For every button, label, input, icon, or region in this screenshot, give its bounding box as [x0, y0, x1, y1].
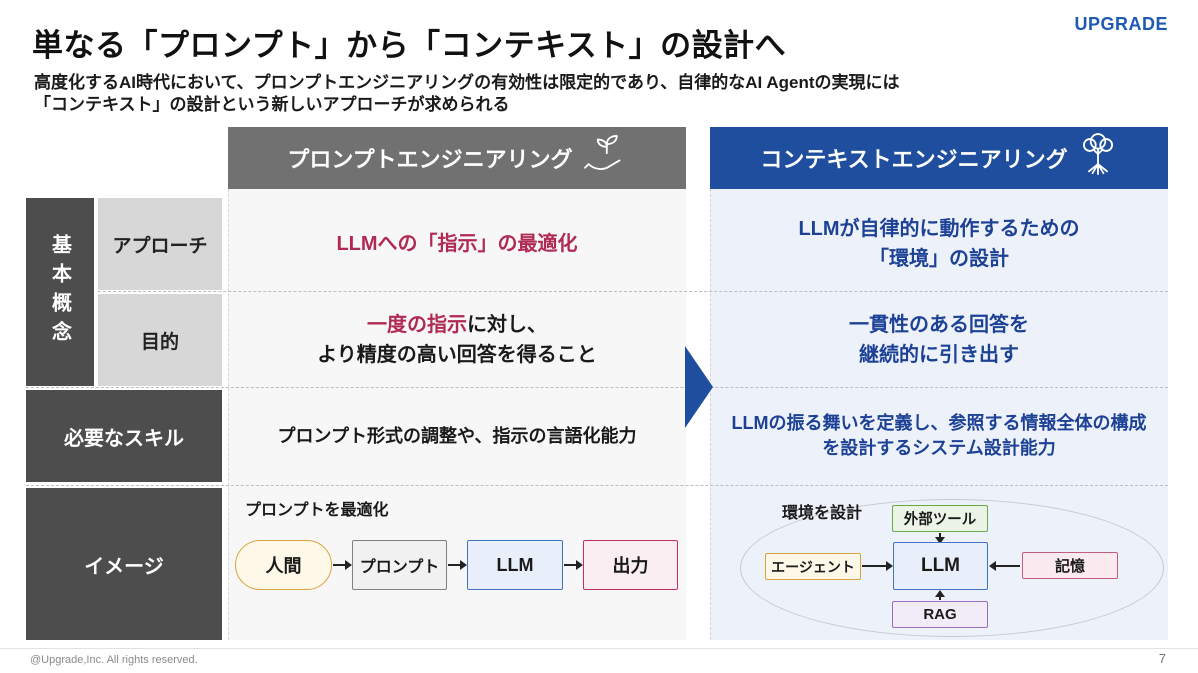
row-label-purpose: 目的 [98, 294, 222, 386]
cell-purpose-context-line1: 一貫性のある回答を [849, 314, 1029, 336]
arrow-human-to-prompt [333, 560, 352, 570]
tree-roots-icon [1078, 132, 1118, 184]
cell-purpose-context-line2: 継続的に引き出す [859, 344, 1019, 366]
row-label-image: イメージ [26, 488, 222, 640]
environment-ellipse [740, 499, 1164, 637]
cell-approach-context: LLMが自律的に動作するための 「環境」の設計 [710, 198, 1168, 290]
cell-approach-context-line1: LLMが自律的に動作するための [798, 218, 1080, 240]
row-separator-2 [26, 387, 1168, 388]
node-agent: エージェント [765, 553, 861, 580]
arrow-llm-to-output [564, 560, 583, 570]
cell-skill-context-line1: LLMの振る舞いを定義し、参照する情報全体の構成 [731, 413, 1147, 433]
arrow-memory-to-llm [989, 561, 1020, 571]
subtitle-line-2: 「コンテキスト」の設計という新しいアプローチが求められる [34, 95, 510, 114]
copyright-text: @Upgrade,Inc. All rights reserved. [30, 654, 198, 666]
node-prompt: プロンプト [352, 540, 447, 590]
page-title: 単なる「プロンプト」から「コンテキスト」の設計へ [32, 28, 787, 63]
node-llm-left: LLM [467, 540, 563, 590]
cell-purpose-prompt-line1: 一度の指示に対し、 [367, 310, 547, 340]
cell-purpose-context: 一貫性のある回答を 継続的に引き出す [710, 294, 1168, 386]
arrow-tools-to-llm [935, 533, 945, 544]
cell-approach-prompt: LLMへの「指示」の最適化 [336, 233, 578, 255]
node-rag: RAG [892, 601, 988, 628]
cell-approach-context-line2: 「環境」の設計 [869, 248, 1009, 270]
context-engineering-header: コンテキストエンジニアリング [710, 127, 1168, 189]
cell-skill-context-line2: を設計するシステム設計能力 [822, 438, 1056, 458]
page-number: 7 [1158, 651, 1166, 666]
row-group-basic-concept: 基本概念 [26, 198, 94, 386]
row-separator-1 [98, 291, 1168, 292]
footer-divider [0, 648, 1198, 649]
prompt-engineering-header: プロンプトエンジニアリング [228, 127, 686, 189]
prompt-engineering-header-label: プロンプトエンジニアリング [287, 147, 573, 172]
cell-purpose-prompt-line1-rest: に対し、 [467, 314, 547, 336]
page-subtitle: 高度化するAI時代において、プロンプトエンジニアリングの有効性は限定的であり、自… [34, 72, 900, 116]
node-output: 出力 [583, 540, 678, 590]
cell-skill-context: LLMの振る舞いを定義し、参照する情報全体の構成 を設計するシステム設計能力 [710, 390, 1168, 482]
node-external-tools: 外部ツール [892, 505, 988, 532]
upgrade-logo: UPGRADE [1074, 14, 1168, 34]
row-label-skill: 必要なスキル [26, 390, 222, 482]
arrow-rag-to-llm [935, 590, 945, 600]
row-separator-3 [26, 485, 1168, 486]
node-human: 人間 [235, 540, 332, 590]
row-label-approach: アプローチ [98, 198, 222, 290]
prompt-diagram-caption: プロンプトを最適化 [245, 502, 389, 519]
node-memory: 記憶 [1022, 552, 1118, 579]
node-llm-right: LLM [893, 542, 988, 590]
cell-purpose-prompt-emphasis: 一度の指示 [367, 314, 467, 336]
cell-skill-prompt: プロンプト形式の調整や、指示の言語化能力 [277, 425, 637, 446]
context-diagram-caption: 環境を設計 [782, 505, 863, 522]
arrow-prompt-to-llm [448, 560, 467, 570]
subtitle-line-1: 高度化するAI時代において、プロンプトエンジニアリングの有効性は限定的であり、自… [34, 73, 900, 92]
arrow-agent-to-llm [862, 561, 893, 571]
cell-purpose-prompt: 一度の指示に対し、 より精度の高い回答を得ること [228, 294, 686, 386]
hand-sprout-icon [583, 135, 627, 181]
cell-purpose-prompt-line2: より精度の高い回答を得ること [317, 344, 597, 366]
context-engineering-header-label: コンテキストエンジニアリング [760, 147, 1068, 172]
transition-arrow [685, 346, 713, 428]
